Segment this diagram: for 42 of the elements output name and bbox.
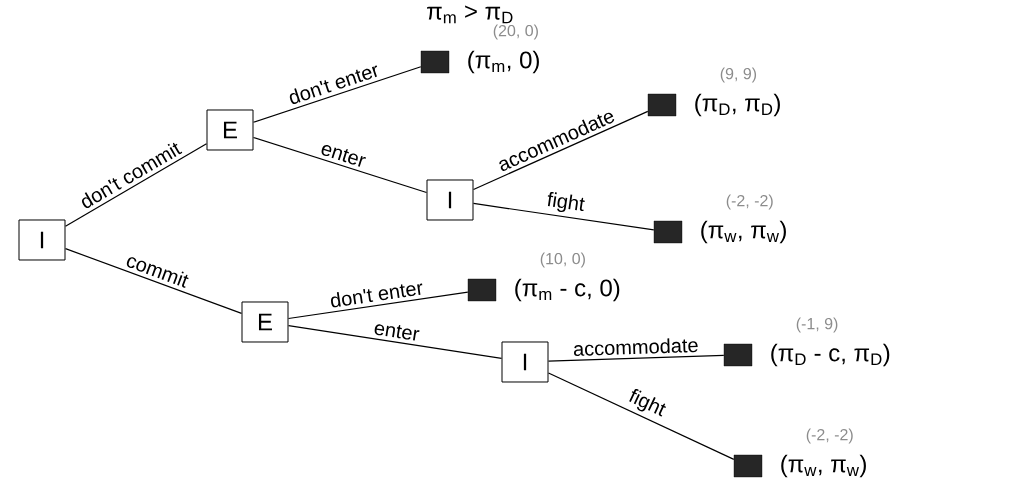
branch-line [472,110,649,191]
edge-label: don't enter [285,60,382,107]
payoff-value: (10, 0) [540,252,585,268]
branch-line [287,325,503,359]
payoff-value: (-2, -2) [726,194,773,210]
terminal-square [420,50,450,74]
payoff-label: (π$_{D}$ - c, π$_{D}$) [771,343,890,367]
payoff-label: (π$_{D}$, π$_{D}$) [695,93,780,117]
decision-box: E [241,301,289,343]
payoff-value: (-2, -2) [806,428,853,444]
branch-line [287,291,469,320]
edge-label: fight [544,190,587,217]
terminal-square [467,278,497,302]
edge-label: accommodate [571,336,700,358]
decision-box: E [206,109,254,151]
decision-box: I [501,341,549,383]
note-text: π$_{m}$ > π$_{D}$ [427,5,513,24]
payoff-label: (π$_{w}$, π$_{w}$) [701,220,786,244]
payoff-value: (-1, 9) [796,317,838,333]
branch-line [252,136,428,194]
branch-line [252,66,422,123]
terminal-square [733,454,763,478]
branch-line [547,372,735,460]
edge-label: fight [624,386,670,422]
branch-line [64,248,243,314]
edge-label: enter [372,320,422,343]
terminal-square [653,220,683,244]
edge-label: enter [318,140,369,170]
branch-line [472,202,655,231]
payoff-value: (20, 0) [493,24,538,40]
payoff-label: (π$_{m}$ - c, 0) [515,278,620,302]
payoff-value: (9, 9) [720,67,757,83]
decision-box: I [18,219,66,261]
terminal-square [723,343,753,367]
edge-label: commit [123,250,192,290]
decision-box: I [426,179,474,221]
edge-label: don't enter [327,278,426,310]
branch-line [64,143,208,227]
payoff-label: (π$_{w}$, π$_{w}$) [781,454,866,478]
payoff-label: (π$_{m}$, 0) [468,50,539,74]
branch-line [547,354,725,362]
terminal-square [647,93,677,117]
